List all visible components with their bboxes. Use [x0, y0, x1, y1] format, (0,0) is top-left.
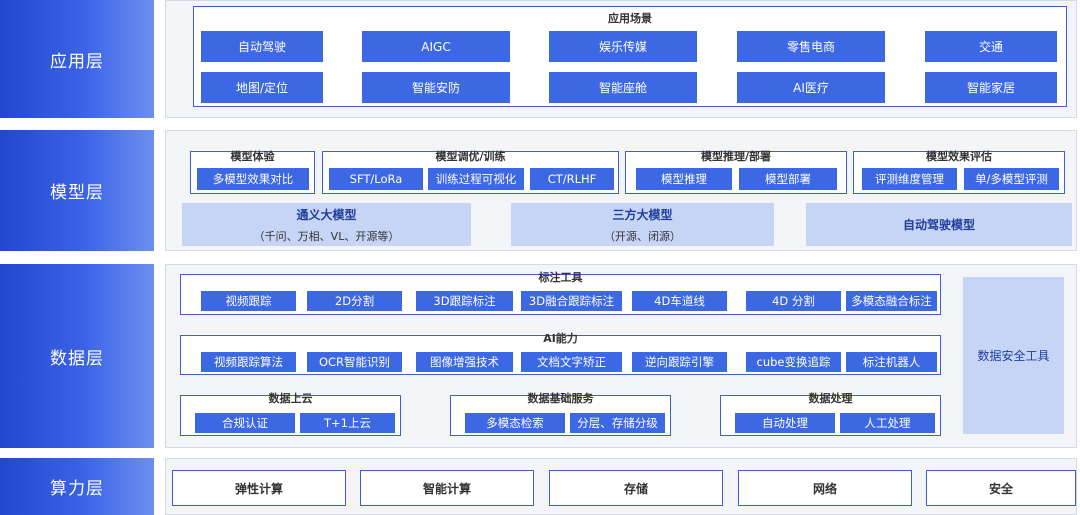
model-experience-title: 模型体验 [230, 150, 275, 163]
app-item[interactable]: 智能家居 [925, 72, 1057, 103]
ai-capability-item[interactable]: OCR智能识别 [307, 352, 402, 372]
annotation-tool-item[interactable]: 多模态融合标注 [846, 291, 937, 311]
data-base-services-item[interactable]: 多模态检索 [465, 413, 565, 433]
model-evaluation-item[interactable]: 评测维度管理 [862, 168, 957, 190]
annotation-tool-item[interactable]: 3D跟踪标注 [416, 291, 513, 311]
app-item[interactable]: 自动驾驶 [201, 31, 323, 62]
ai-capability-item[interactable]: cube变换追踪 [746, 352, 841, 372]
app-item[interactable]: 零售电商 [737, 31, 885, 62]
data-processing-group: 数据处理 自动处理 人工处理 [720, 392, 941, 436]
model-experience-item[interactable]: 多模型效果对比 [197, 168, 309, 190]
model-tuning-item[interactable]: SFT/LoRa [329, 168, 423, 190]
annotation-tools-group: 标注工具 视频跟踪 2D分割 3D跟踪标注 3D融合跟踪标注 4D车道线 4D … [180, 271, 941, 315]
model-inference-item[interactable]: 模型部署 [739, 168, 837, 190]
ai-capabilities-group: AI能力 视频跟踪算法 OCR智能识别 图像增强技术 文档文字矫正 逆向跟踪引擎… [180, 332, 941, 375]
compute-item[interactable]: 智能计算 [360, 470, 534, 506]
app-layer-panel: 应用场景 自动驾驶 AIGC 娱乐传媒 零售电商 交通 地图/定位 智能安防 智… [165, 0, 1077, 118]
tongyi-model-card[interactable]: 通义大模型 （千问、万相、VL、开源等） [182, 203, 471, 246]
compute-item[interactable]: 弹性计算 [172, 470, 346, 506]
ai-capabilities-title: AI能力 [543, 332, 578, 345]
annotation-tool-item[interactable]: 2D分割 [307, 291, 402, 311]
model-inference-title: 模型推理/部署 [700, 150, 772, 163]
app-item[interactable]: 地图/定位 [201, 72, 323, 103]
tongyi-model-subtitle: （千问、万相、VL、开源等） [253, 229, 400, 243]
model-evaluation-group: 模型效果评估 评测维度管理 单/多模型评测 [853, 150, 1065, 194]
compute-item[interactable]: 网络 [738, 470, 912, 506]
layer-label-app: 应用层 [0, 0, 154, 118]
app-item[interactable]: AI医疗 [737, 72, 885, 103]
app-scenarios-title: 应用场景 [608, 12, 652, 25]
data-base-services-group: 数据基础服务 多模态检索 分层、存储分级 [450, 392, 671, 436]
model-tuning-item[interactable]: CT/RLHF [530, 168, 614, 190]
tongyi-model-title: 通义大模型 [296, 207, 357, 222]
data-cloud-group: 数据上云 合规认证 T+1上云 [180, 392, 401, 436]
ai-capability-item[interactable]: 文档文字矫正 [521, 352, 622, 372]
layer-label-data: 数据层 [0, 264, 154, 448]
annotation-tool-item[interactable]: 4D 分割 [746, 291, 841, 311]
data-processing-item[interactable]: 自动处理 [735, 413, 835, 433]
annotation-tool-item[interactable]: 视频跟踪 [201, 291, 296, 311]
model-tuning-title: 模型调优/训练 [435, 150, 506, 163]
third-party-model-title: 三方大模型 [612, 207, 673, 222]
data-cloud-title: 数据上云 [268, 392, 313, 405]
annotation-tools-title: 标注工具 [538, 271, 583, 284]
app-item[interactable]: 智能座舱 [549, 72, 697, 103]
annotation-tool-item[interactable]: 4D车道线 [632, 291, 727, 311]
app-item[interactable]: 娱乐传媒 [549, 31, 697, 62]
autodrive-model-title: 自动驾驶模型 [902, 218, 975, 232]
compute-item[interactable]: 存储 [549, 470, 723, 506]
data-base-services-item[interactable]: 分层、存储分级 [570, 413, 665, 433]
layer-label-compute: 算力层 [0, 458, 154, 515]
data-base-services-title: 数据基础服务 [527, 392, 594, 405]
annotation-tool-item[interactable]: 3D融合跟踪标注 [521, 291, 622, 311]
third-party-model-subtitle: （开源、闭源） [604, 229, 681, 243]
model-inference-item[interactable]: 模型推理 [636, 168, 732, 190]
ai-capability-item[interactable]: 标注机器人 [846, 352, 937, 372]
model-layer-panel: 模型体验 多模型效果对比 模型调优/训练 SFT/LoRa 训练过程可视化 CT… [165, 130, 1077, 251]
third-party-model-card[interactable]: 三方大模型 （开源、闭源） [511, 203, 774, 246]
data-processing-item[interactable]: 人工处理 [840, 413, 935, 433]
ai-capability-item[interactable]: 逆向跟踪引擎 [632, 352, 727, 372]
model-tuning-item[interactable]: 训练过程可视化 [428, 168, 524, 190]
data-cloud-item[interactable]: 合规认证 [195, 413, 295, 433]
model-evaluation-item[interactable]: 单/多模型评测 [964, 168, 1059, 190]
data-layer-panel: 标注工具 视频跟踪 2D分割 3D跟踪标注 3D融合跟踪标注 4D车道线 4D … [165, 264, 1077, 448]
ai-capability-item[interactable]: 图像增强技术 [416, 352, 513, 372]
compute-item[interactable]: 安全 [926, 470, 1076, 506]
app-scenarios-group: 应用场景 自动驾驶 AIGC 娱乐传媒 零售电商 交通 地图/定位 智能安防 智… [193, 6, 1067, 107]
app-item[interactable]: 智能安防 [362, 72, 510, 103]
data-cloud-item[interactable]: T+1上云 [300, 413, 395, 433]
layer-label-model: 模型层 [0, 130, 154, 251]
data-processing-title: 数据处理 [808, 392, 853, 405]
app-item[interactable]: 交通 [925, 31, 1057, 62]
ai-capability-item[interactable]: 视频跟踪算法 [201, 352, 296, 372]
data-security-tool[interactable]: 数据安全工具 [963, 277, 1064, 434]
model-experience-group: 模型体验 多模型效果对比 [190, 150, 315, 194]
model-evaluation-title: 模型效果评估 [926, 150, 992, 163]
model-tuning-group: 模型调优/训练 SFT/LoRa 训练过程可视化 CT/RLHF [322, 150, 619, 194]
autodrive-model-card[interactable]: 自动驾驶模型 [806, 203, 1072, 246]
app-item[interactable]: AIGC [362, 31, 510, 62]
model-inference-group: 模型推理/部署 模型推理 模型部署 [625, 150, 847, 194]
